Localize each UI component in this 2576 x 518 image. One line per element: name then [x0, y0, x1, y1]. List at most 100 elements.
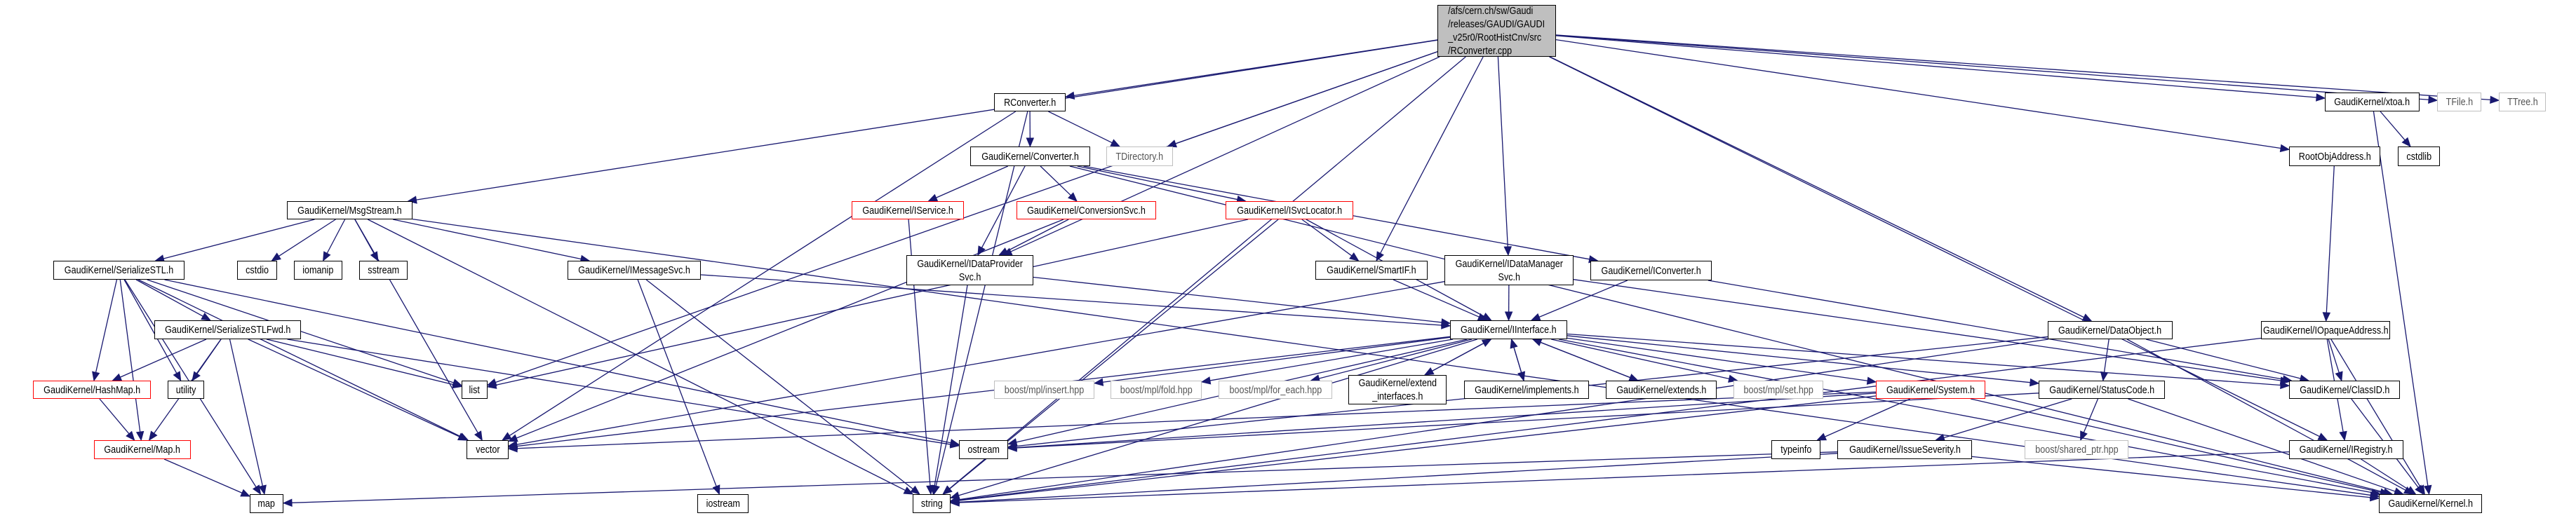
node-iomanip[interactable]: iomanip — [294, 261, 342, 280]
edge-implements-to-iinterface — [1513, 347, 1524, 381]
edge-hashmap-to-maph — [99, 398, 130, 435]
node-smartif-h[interactable]: GaudiKernel/SmartIF.h — [1315, 261, 1428, 280]
arrowhead-icon — [949, 498, 960, 507]
node-statuscode-h[interactable]: GaudiKernel/StatusCode.h — [2039, 381, 2165, 399]
arrowhead-icon — [486, 381, 497, 389]
node-xtoa-h[interactable]: GaudiKernel/xtoa.h — [2325, 93, 2420, 111]
edge-msgstream-to-serializestl — [163, 219, 315, 259]
node-iinterface-h[interactable]: GaudiKernel/IInterface.h — [1450, 320, 1567, 339]
node-iregistry-h[interactable]: GaudiKernel/IRegistry.h — [2289, 440, 2403, 459]
node-idatamanagersvc-h[interactable]: GaudiKernel/IDataManager Svc.h — [1444, 255, 1574, 285]
node-cstdio[interactable]: cstdio — [237, 261, 277, 280]
node-system-h[interactable]: GaudiKernel/System.h — [1876, 381, 1985, 399]
node-converter-h[interactable]: GaudiKernel/Converter.h — [970, 146, 1090, 166]
edge-iinterface-to-fold — [1209, 339, 1454, 381]
arrowhead-icon — [1481, 339, 1492, 347]
arrowhead-icon — [949, 440, 960, 449]
node-label: GaudiKernel/IDataProvider Svc.h — [917, 257, 1023, 283]
arrowhead-icon — [1026, 137, 1035, 148]
arrowhead-icon — [271, 252, 281, 261]
node-label: utility — [175, 383, 196, 396]
arrowhead-icon — [2415, 484, 2424, 496]
arrowhead-icon — [1531, 339, 1543, 346]
node-utility[interactable]: utility — [168, 381, 204, 399]
node-dataobject-h[interactable]: GaudiKernel/DataObject.h — [2048, 321, 2173, 339]
edge-extends-to-iinterface — [1540, 341, 1639, 381]
arrowhead-icon — [1504, 311, 1513, 322]
node-label: boost/mpl/set.hpp — [1743, 383, 1813, 396]
node-typeinfo[interactable]: typeinfo — [1771, 440, 1820, 459]
node-map[interactable]: map — [250, 494, 283, 513]
arrowhead-icon — [92, 371, 100, 382]
node-hashmap-h[interactable]: GaudiKernel/HashMap.h — [33, 381, 151, 399]
node-label: cstdlib — [2406, 150, 2431, 163]
node-label: iomanip — [302, 264, 334, 276]
edge-statuscode-to-issueseverity — [1943, 398, 2072, 439]
node-extend-interfaces-h[interactable]: GaudiKernel/extend _interfaces.h — [1348, 375, 1447, 404]
node-iopaqueaddress-h[interactable]: GaudiKernel/IOpaqueAddress.h — [2261, 321, 2390, 339]
node-iostream[interactable]: iostream — [697, 494, 749, 513]
node-isvclocator-h[interactable]: GaudiKernel/ISvcLocator.h — [1226, 201, 1353, 219]
node-idataprovidersvc-h[interactable]: GaudiKernel/IDataProvider Svc.h — [906, 255, 1033, 285]
node-implements-h[interactable]: GaudiKernel/implements.h — [1464, 381, 1589, 399]
node-ostream[interactable]: ostream — [959, 440, 1008, 459]
edge-iinterface-to-string — [958, 339, 1477, 496]
node-vector[interactable]: vector — [467, 440, 509, 459]
node-cstdlib[interactable]: cstdlib — [2398, 146, 2440, 166]
edge-imessagesvc-to-iostream — [637, 279, 717, 487]
node-map-h[interactable]: GaudiKernel/Map.h — [94, 440, 191, 459]
node-msgstream-h[interactable]: GaudiKernel/MsgStream.h — [287, 201, 412, 219]
arrowhead-icon — [2428, 95, 2439, 104]
edge-xtoa-to-cstdlib — [2380, 111, 2406, 141]
edge-root-to-idatamanager — [1497, 56, 1508, 247]
node-sstream[interactable]: sstream — [359, 261, 408, 280]
node-rconverter-h[interactable]: RConverter.h — [994, 93, 1066, 111]
edge-imessagesvc-to-string — [645, 279, 913, 490]
arrowhead-icon — [370, 251, 379, 262]
node-serializestlfwd-h[interactable]: GaudiKernel/SerializeSTLFwd.h — [154, 320, 301, 339]
node-imessagesvc-h[interactable]: GaudiKernel/IMessageSvc.h — [568, 261, 701, 280]
node-label: list — [469, 383, 481, 396]
node-root-file[interactable]: /afs/cern.ch/sw/Gaudi /releases/GAUDI/GA… — [1437, 5, 1556, 57]
edge-conversionsvc-to-vector — [516, 219, 1064, 439]
edge-issueseverity-to-string — [958, 453, 1838, 503]
edge-rconv-to-vector — [509, 111, 1017, 437]
node-issueseverity-h[interactable]: GaudiKernel/IssueSeverity.h — [1837, 440, 1972, 459]
arrowhead-icon — [192, 371, 201, 382]
node-serializestl-h[interactable]: GaudiKernel/SerializeSTL.h — [53, 261, 185, 280]
node-label: typeinfo — [1780, 444, 1812, 456]
node-extends-h[interactable]: GaudiKernel/extends.h — [1606, 381, 1717, 399]
edge-msgstream-to-string — [367, 219, 906, 491]
edge-msgstream-to-imessagesvc — [393, 219, 582, 260]
edge-converter-to-conversionsvc — [1040, 165, 1071, 196]
edge-iinterface-to-mplset — [1551, 339, 1729, 380]
node-label: GaudiKernel/IInterface.h — [1461, 324, 1557, 336]
arrowhead-icon — [712, 484, 720, 496]
edge-dataobject-to-kernel — [2126, 339, 2406, 491]
edge-rootobj-to-iopaque — [2326, 165, 2335, 313]
arrowhead-icon — [1503, 246, 1512, 257]
node-label: GaudiKernel/Kernel.h — [2388, 498, 2473, 510]
node-tdirectory-h: TDirectory.h — [1106, 146, 1173, 166]
node-label: GaudiKernel/Converter.h — [981, 150, 1079, 163]
node-rootobjaddress-h[interactable]: RootObjAddress.h — [2289, 146, 2380, 166]
edge-serializestlfwd-to-list — [266, 339, 454, 386]
node-iservice-h[interactable]: GaudiKernel/IService.h — [852, 201, 964, 219]
edge-iopaque-to-kernel — [2330, 339, 2421, 488]
node-list[interactable]: list — [462, 381, 488, 399]
node-ttree-h: TTree.h — [2499, 93, 2546, 111]
arrowhead-icon — [1007, 444, 1017, 452]
arrowhead-icon — [201, 312, 212, 321]
node-classid-h[interactable]: GaudiKernel/ClassID.h — [2289, 381, 2400, 399]
edge-system-to-vector — [516, 391, 1877, 449]
edge-rconv-to-string — [935, 111, 1028, 486]
edge-system-to-ostream — [1016, 393, 1877, 449]
node-kernel-h[interactable]: GaudiKernel/Kernel.h — [2379, 494, 2482, 513]
node-label: ostream — [967, 444, 1000, 456]
node-conversionsvc-h[interactable]: GaudiKernel/ConversionSvc.h — [1017, 201, 1156, 219]
node-string[interactable]: string — [913, 494, 951, 513]
edge-msgstream-to-vector — [354, 219, 478, 433]
node-label: string — [920, 498, 943, 510]
node-iconverter-h[interactable]: GaudiKernel/IConverter.h — [1590, 261, 1712, 280]
arrowhead-icon — [1477, 313, 1488, 321]
